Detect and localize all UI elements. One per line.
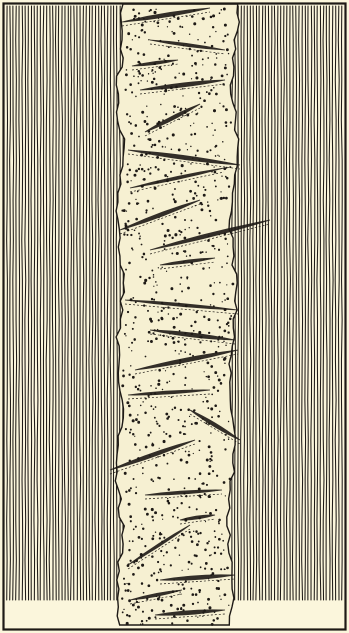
engraving-figure <box>0 0 349 633</box>
engraving-canvas <box>0 0 349 633</box>
